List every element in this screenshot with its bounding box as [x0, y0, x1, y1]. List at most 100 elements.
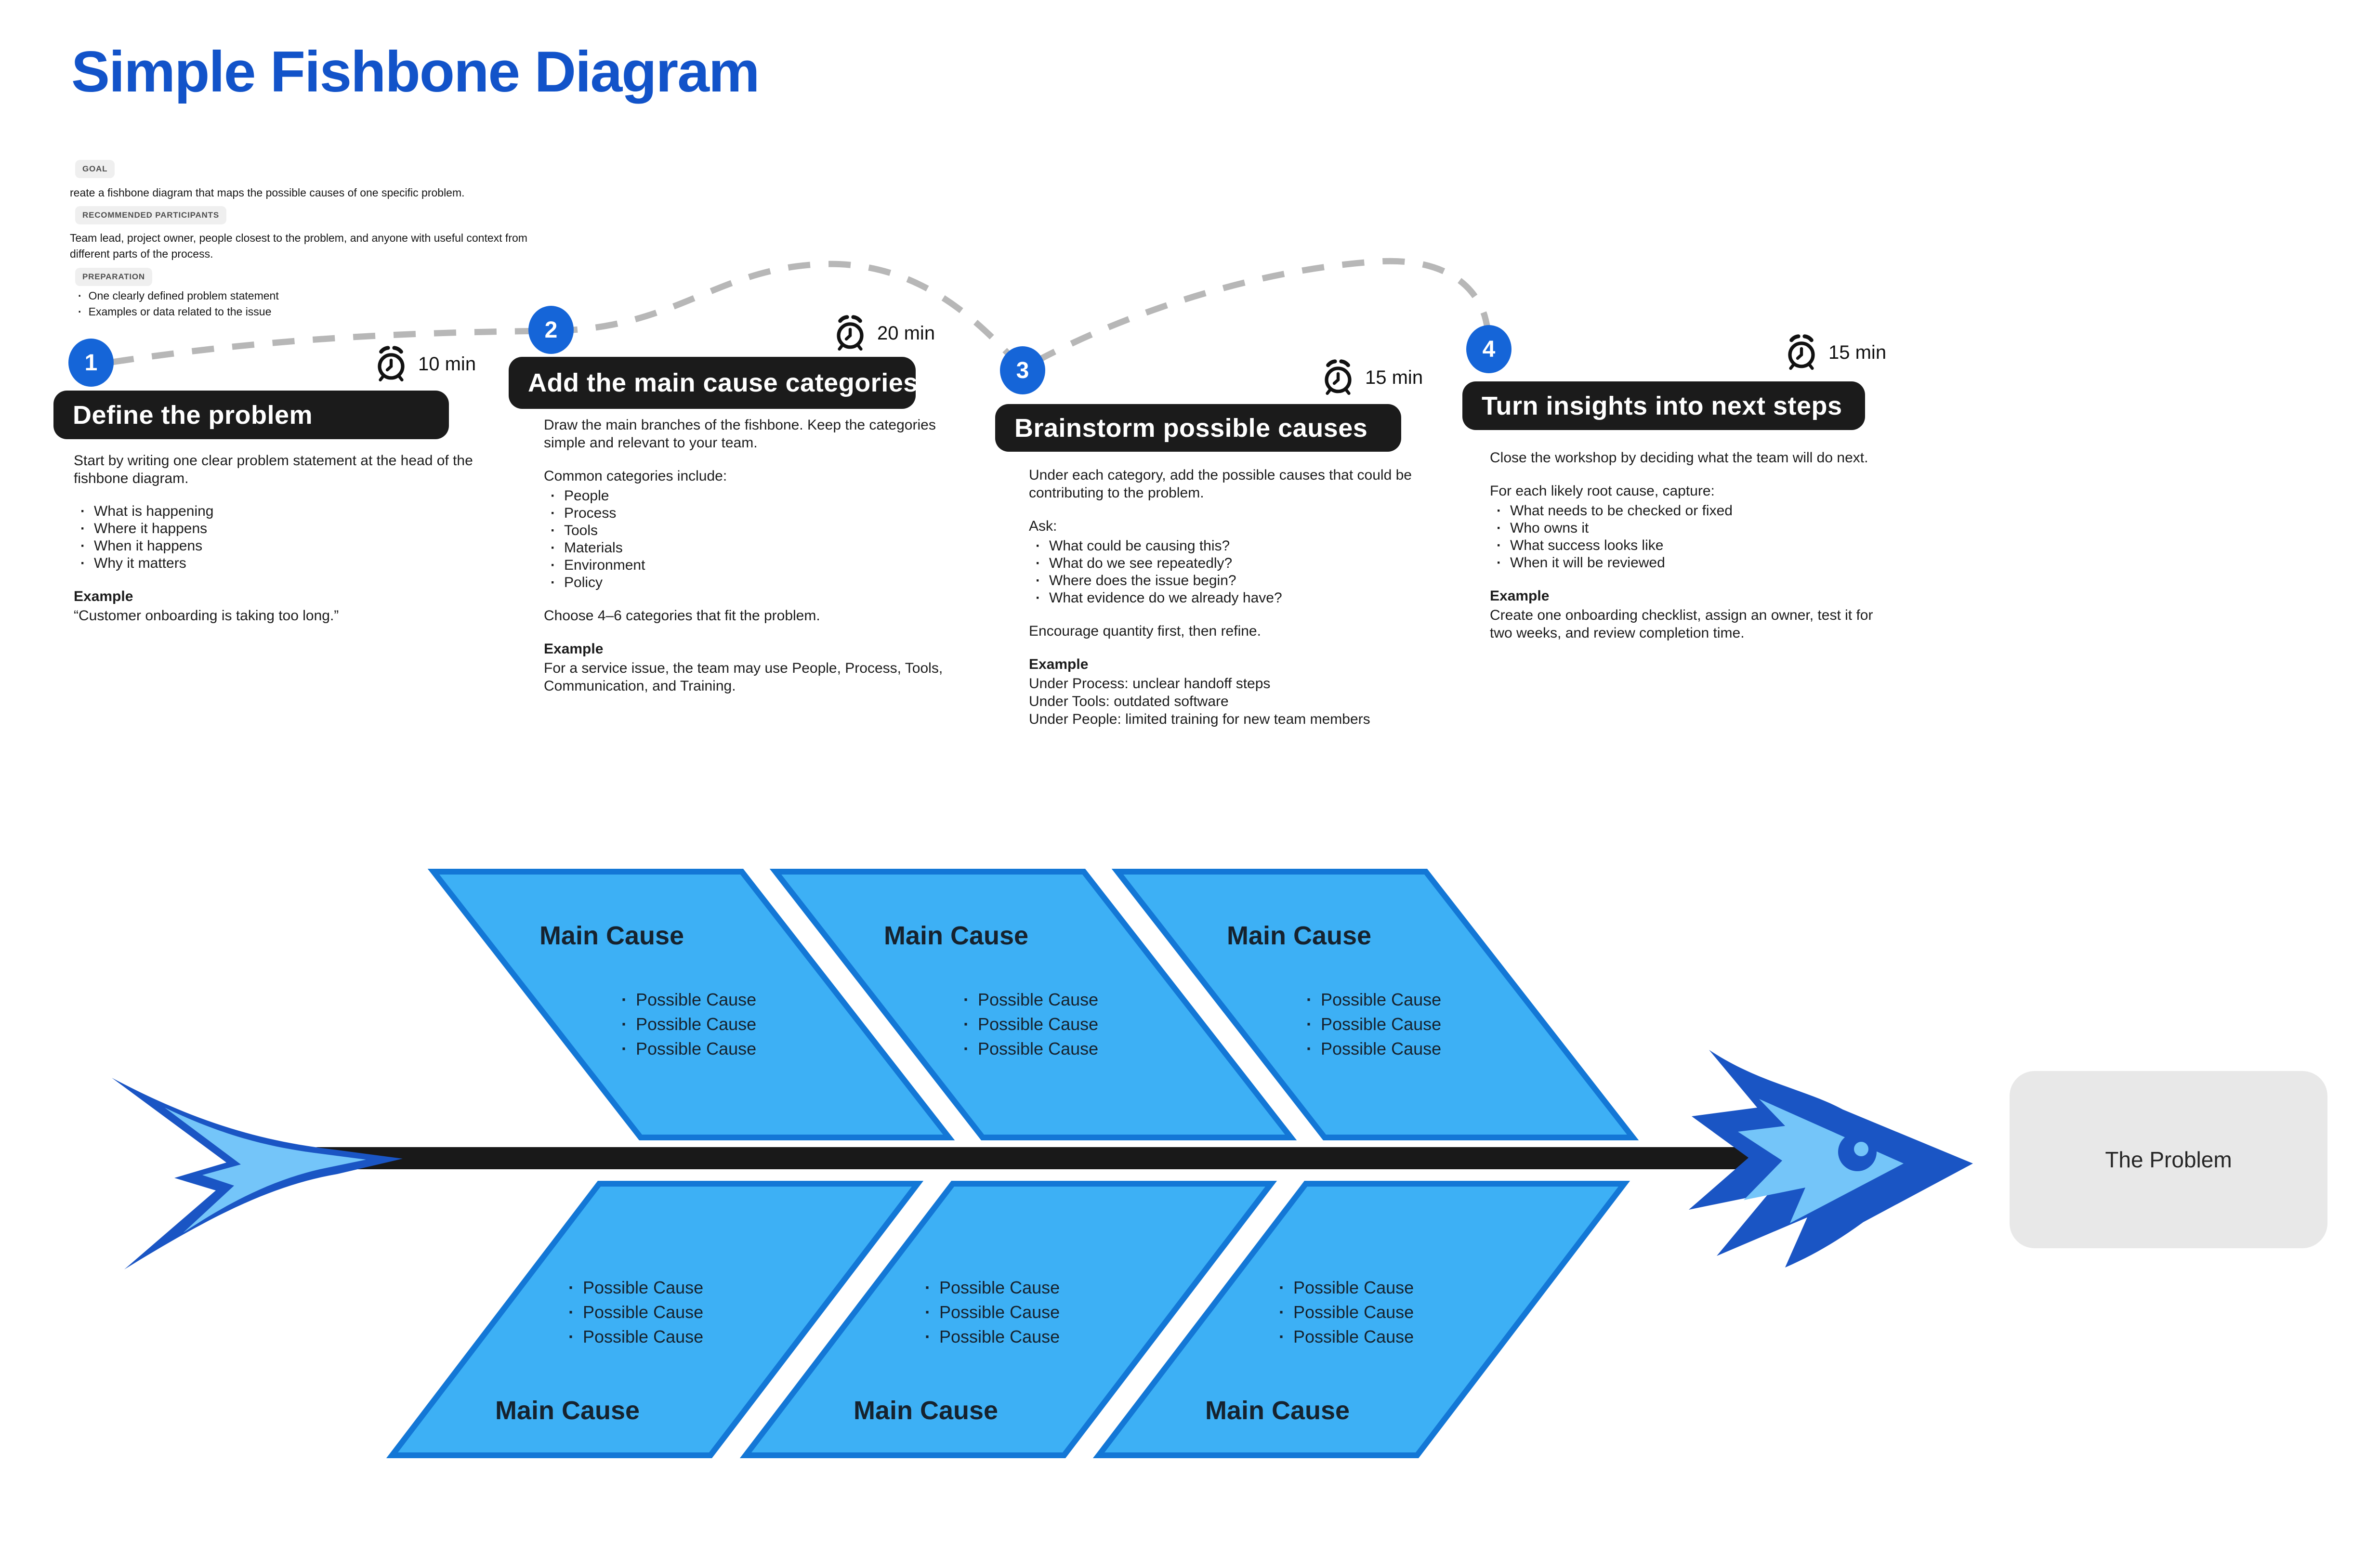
example-text: For a service issue, the team may use Pe…	[544, 660, 943, 694]
list-item: People	[544, 487, 953, 505]
step-4-body[interactable]: Close the workshop by deciding what the …	[1490, 449, 1894, 642]
step-lead-in: Ask:	[1029, 518, 1057, 534]
step-title: Brainstorm possible causes	[1014, 413, 1368, 443]
goal-badge: GOAL	[75, 160, 115, 178]
list-item: Possible Cause	[925, 1324, 1060, 1349]
step-2-number-badge[interactable]: 2	[528, 306, 574, 354]
list-item: What is happening	[74, 503, 483, 520]
rib-cause-list[interactable]: Possible Cause Possible Cause Possible C…	[1306, 987, 1441, 1061]
step-paragraph: Draw the main branches of the fishbone. …	[544, 417, 936, 451]
list-item: What success looks like	[1490, 537, 1894, 554]
rib-title[interactable]: Main Cause	[1226, 921, 1372, 950]
step-number: 1	[84, 350, 98, 376]
preparation-list: One clearly defined problem statement Ex…	[72, 288, 279, 320]
list-item: Possible Cause	[568, 1324, 703, 1349]
rib-title[interactable]: Main Cause	[539, 921, 684, 950]
example-text: Under Tools: outdated software	[1029, 693, 1229, 709]
rib-cause-list[interactable]: Possible Cause Possible Cause Possible C…	[1279, 1275, 1414, 1349]
list-item: Possible Cause	[1306, 987, 1441, 1012]
duration-label: 20 min	[877, 322, 935, 344]
example-label: Example	[544, 641, 604, 657]
step-4-number-badge[interactable]: 4	[1466, 325, 1512, 373]
example-label: Example	[1029, 656, 1089, 672]
list-item: Tools	[544, 522, 953, 539]
list-item: Where it happens	[74, 520, 483, 537]
step-paragraph: Under each category, add the possible ca…	[1029, 467, 1412, 501]
rib-title[interactable]: Main Cause	[853, 1396, 999, 1425]
step-2-timer: 20 min	[831, 312, 935, 354]
list-item: Possible Cause	[925, 1275, 1060, 1300]
step-number: 4	[1482, 336, 1496, 362]
duration-label: 10 min	[418, 353, 476, 375]
rib-title[interactable]: Main Cause	[1205, 1396, 1350, 1425]
step-bullet-list: What could be causing this? What do we s…	[1029, 537, 1443, 607]
list-item: Possible Cause	[621, 1036, 756, 1061]
step-3-timer: 15 min	[1319, 356, 1423, 399]
list-item: Possible Cause	[1306, 1012, 1441, 1036]
example-label: Example	[74, 588, 133, 604]
duration-label: 15 min	[1828, 341, 1887, 363]
step-paragraph: Encourage quantity first, then refine.	[1029, 623, 1261, 639]
step-1-title-pill[interactable]: Define the problem	[53, 391, 449, 439]
list-item: Possible Cause	[568, 1300, 703, 1324]
rib-cause-list[interactable]: Possible Cause Possible Cause Possible C…	[621, 987, 756, 1061]
preparation-badge: PREPARATION	[75, 268, 153, 286]
list-item: Possible Cause	[1279, 1300, 1414, 1324]
step-lead-in: Common categories include:	[544, 468, 727, 484]
list-item: Possible Cause	[963, 987, 1098, 1012]
step-title: Add the main cause categories	[528, 368, 918, 397]
participants-text: Team lead, project owner, people closest…	[70, 232, 527, 260]
step-bullet-list: What needs to be checked or fixed Who ow…	[1490, 502, 1894, 572]
step-3-number-badge[interactable]: 3	[1000, 346, 1045, 394]
step-1-body[interactable]: Start by writing one clear problem state…	[74, 452, 483, 625]
step-number: 3	[1016, 357, 1029, 383]
alarm-clock-icon	[837, 315, 864, 351]
step-2-title-pill[interactable]: Add the main cause categories	[509, 357, 918, 409]
list-item: Who owns it	[1490, 520, 1894, 537]
problem-label: The Problem	[2105, 1147, 2232, 1172]
rib-cause-list[interactable]: Possible Cause Possible Cause Possible C…	[963, 987, 1098, 1061]
step-bullet-list: What is happening Where it happens When …	[74, 503, 483, 572]
example-text: Create one onboarding checklist, assign …	[1490, 607, 1873, 641]
step-2-body[interactable]: Draw the main branches of the fishbone. …	[544, 416, 953, 695]
step-4-title-pill[interactable]: Turn insights into next steps	[1462, 381, 1865, 430]
step-bullet-list: People Process Tools Materials Environme…	[544, 487, 953, 591]
problem-box[interactable]: The Problem	[2010, 1071, 2327, 1248]
step-1-number-badge[interactable]: 1	[68, 339, 114, 387]
list-item: Environment	[544, 557, 953, 574]
step-1-timer: 10 min	[372, 343, 476, 385]
step-3-body[interactable]: Under each category, add the possible ca…	[1029, 466, 1443, 728]
rib-title[interactable]: Main Cause	[495, 1396, 640, 1425]
list-item: Where does the issue begin?	[1029, 572, 1443, 589]
list-item: Possible Cause	[963, 1012, 1098, 1036]
list-item: Possible Cause	[1306, 1036, 1441, 1061]
example-label: Example	[1490, 588, 1550, 604]
step-paragraph: Start by writing one clear problem state…	[74, 453, 473, 486]
list-item: Why it matters	[74, 555, 483, 572]
list-item: Possible Cause	[621, 1012, 756, 1036]
list-item: Materials	[544, 539, 953, 557]
goal-text: reate a fishbone diagram that maps the p…	[70, 186, 465, 199]
rib-cause-list[interactable]: Possible Cause Possible Cause Possible C…	[925, 1275, 1060, 1349]
list-item: When it will be reviewed	[1490, 554, 1894, 572]
step-lead-in: For each likely root cause, capture:	[1490, 483, 1715, 499]
step-3-title-pill[interactable]: Brainstorm possible causes	[995, 404, 1401, 452]
list-item: Possible Cause	[568, 1275, 703, 1300]
list-item: Possible Cause	[1279, 1275, 1414, 1300]
list-item: Process	[544, 505, 953, 522]
example-text: Under Process: unclear handoff steps	[1029, 676, 1271, 692]
step-title: Define the problem	[73, 400, 313, 430]
step-connector-dashed-line	[111, 258, 1492, 373]
example-text: “Customer onboarding is taking too long.…	[74, 608, 339, 624]
fish-head-icon	[1689, 1050, 1973, 1267]
duration-label: 15 min	[1365, 366, 1423, 388]
step-4-timer: 15 min	[1782, 331, 1886, 374]
rib-title[interactable]: Main Cause	[883, 921, 1029, 950]
list-item: Possible Cause	[1279, 1324, 1414, 1349]
list-item: When it happens	[74, 537, 483, 555]
list-item: What could be causing this?	[1029, 537, 1443, 555]
participants-badge: RECOMMENDED PARTICIPANTS	[75, 206, 226, 224]
rib-cause-list[interactable]: Possible Cause Possible Cause Possible C…	[568, 1275, 703, 1349]
